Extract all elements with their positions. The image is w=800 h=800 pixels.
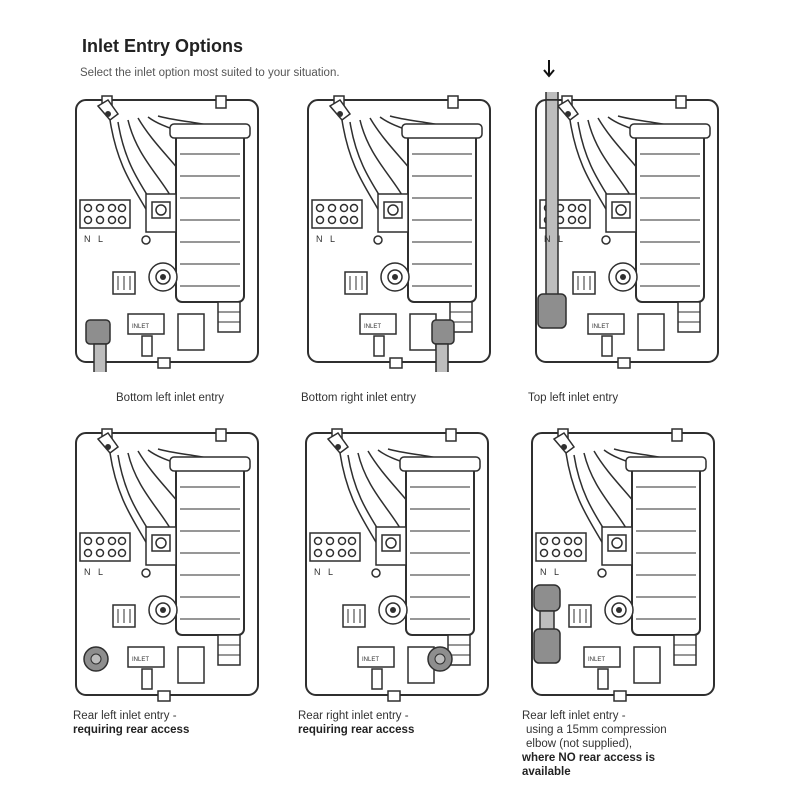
neutral-label: N [540, 567, 547, 577]
caption-rear-left: Rear left inlet entry - requiring rear a… [73, 709, 189, 737]
caption-rear-right: Rear right inlet entry - requiring rear … [298, 709, 414, 737]
inlet-connector [537, 293, 567, 329]
diagram-rear-left-elbow-inlet: N L INLET [514, 425, 719, 705]
live-label: L [554, 567, 559, 577]
caption-top-left: Top left inlet entry [528, 391, 618, 405]
caption-bottom-left: Bottom left inlet entry [116, 391, 224, 405]
diagram-top-left-inlet: N L INLET [518, 92, 723, 372]
neutral-label: N [84, 567, 91, 577]
inlet-pipe [93, 343, 107, 372]
live-label: L [98, 567, 103, 577]
live-label: L [98, 234, 103, 244]
inlet-connector [533, 628, 561, 664]
caption-rear-left-elbow: Rear left inlet entry - using a 15mm com… [522, 709, 692, 779]
diagram-bottom-right-inlet: N L INLET [290, 92, 495, 372]
rear-inlet-bore [434, 653, 446, 665]
inlet-label: INLET [132, 324, 149, 330]
live-label: L [328, 567, 333, 577]
caption-bold-text: requiring rear access [73, 724, 190, 736]
compression-elbow [533, 584, 561, 612]
inlet-label: INLET [364, 324, 381, 330]
inlet-pipe [435, 343, 449, 372]
inlet-label: INLET [588, 657, 605, 663]
caption-text: Bottom right inlet entry [301, 392, 417, 404]
caption-text: Rear left inlet entry - [522, 710, 626, 722]
inlet-pipe-inner [545, 99, 559, 301]
neutral-label: N [84, 234, 91, 244]
page-title: Inlet Entry Options [82, 36, 244, 56]
page-subtitle: Select the inlet option most suited to y… [80, 67, 340, 79]
caption-bold-text: where NO rear access is available [522, 752, 655, 778]
caption-text: Rear right inlet entry - [298, 710, 409, 722]
inlet-label: INLET [362, 657, 379, 663]
caption-text: Bottom left inlet entry [116, 392, 225, 404]
caption-extra-text: using a 15mm compression [526, 724, 667, 736]
diagram-rear-left-inlet: N L INLET [58, 425, 263, 705]
live-label: L [330, 234, 335, 244]
inlet-label: INLET [132, 657, 149, 663]
diagram-bottom-left-inlet: N L INLET [58, 92, 263, 372]
caption-text: Top left inlet entry [528, 392, 619, 404]
caption-text: Rear left inlet entry - [73, 710, 177, 722]
inlet-label: INLET [592, 324, 609, 330]
caption-tail-text: elbow (not supplied), [526, 738, 633, 750]
caption-bold-text: requiring rear access [298, 724, 415, 736]
inlet-connector [431, 319, 455, 345]
elbow-pipe [539, 610, 555, 632]
caption-bottom-right: Bottom right inlet entry [301, 391, 416, 405]
diagram-rear-right-inlet: N L INLET [288, 425, 493, 705]
arrow-down-icon [543, 60, 555, 78]
neutral-label: N [544, 234, 551, 244]
live-label: L [558, 234, 563, 244]
neutral-label: N [316, 234, 323, 244]
rear-inlet-bore [90, 653, 102, 665]
neutral-label: N [314, 567, 321, 577]
inlet-connector [85, 319, 111, 345]
